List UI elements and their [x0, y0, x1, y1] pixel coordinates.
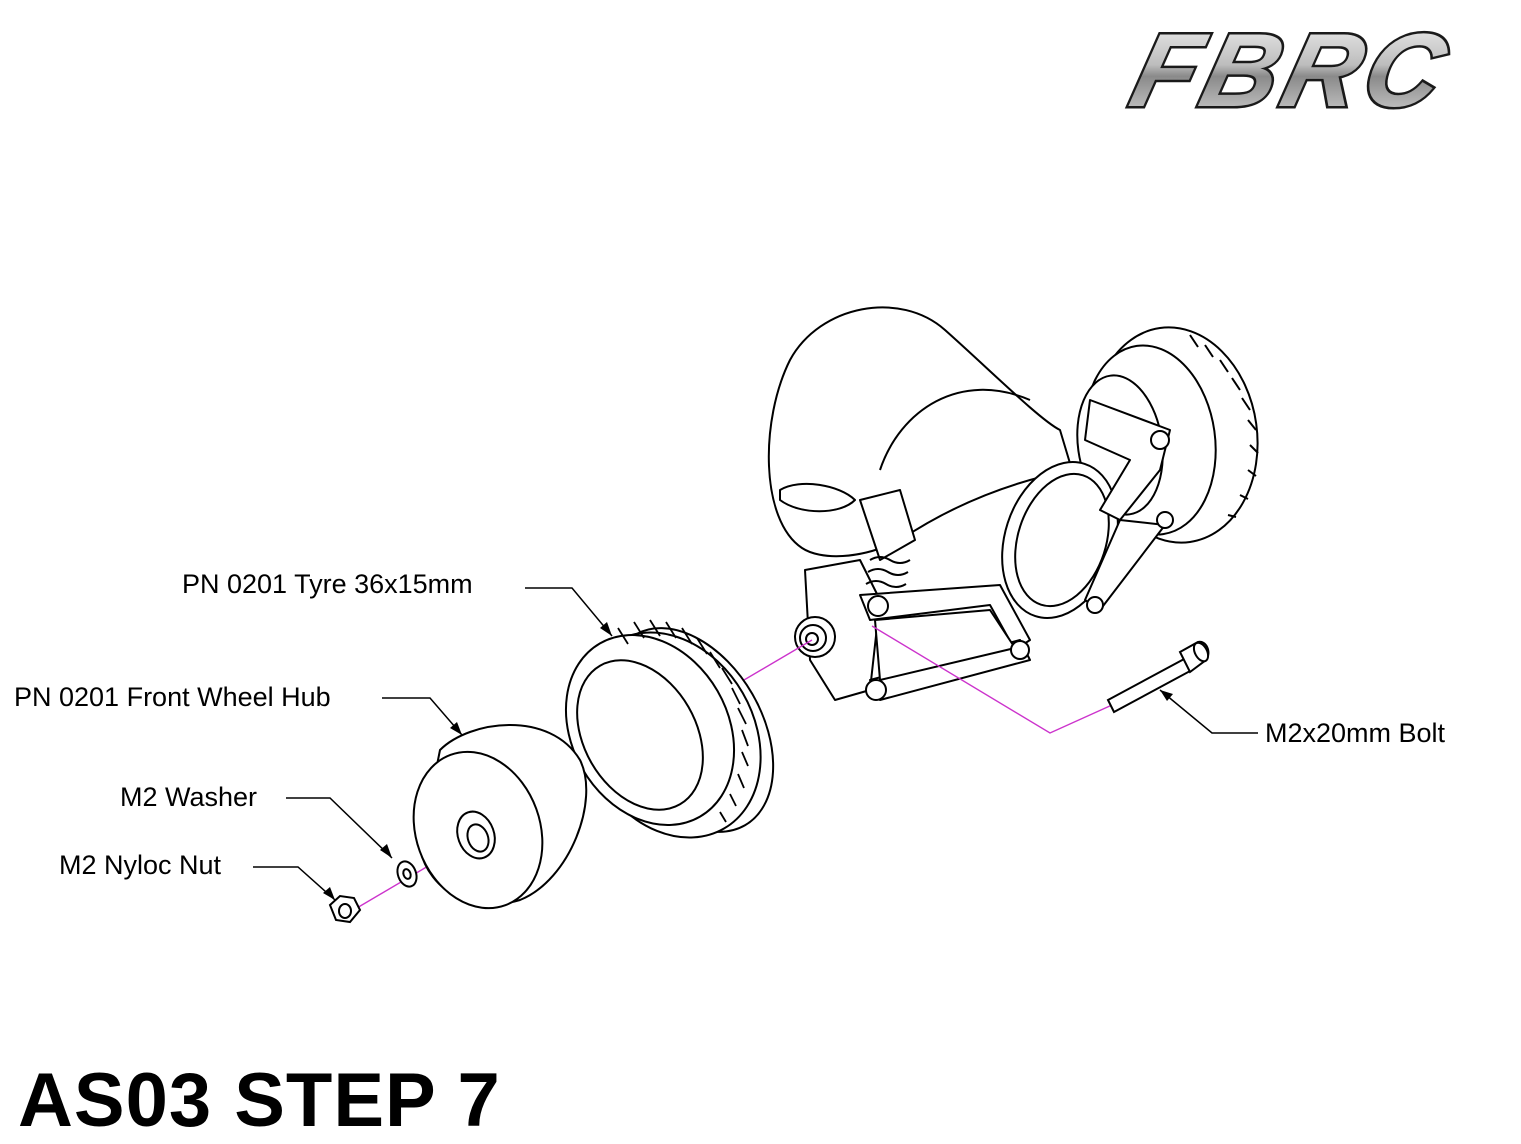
front-cylinder-inner — [1014, 472, 1110, 608]
fbrc-logo: FBRC — [1118, 10, 1465, 131]
bolt-shank — [1106, 656, 1194, 714]
m2-washer — [396, 860, 418, 888]
step-title: AS03 STEP 7 — [18, 1058, 501, 1143]
bolt-head-face — [1192, 641, 1210, 663]
tyre-callout-label: PN 0201 Tyre 36x15mm — [182, 569, 473, 599]
leader-arrowheads — [323, 622, 1173, 900]
chassis-assembly — [767, 306, 1259, 701]
shell-slot — [779, 483, 856, 513]
wishbone-pivot-right — [1010, 640, 1030, 660]
washer-arrowhead — [380, 844, 392, 858]
front-wheel-hub — [412, 724, 588, 910]
shock-body — [859, 489, 916, 561]
front-tyre — [564, 619, 775, 839]
hub-center-bore — [466, 823, 490, 853]
m2-nyloc-nut — [328, 894, 362, 924]
nut-leader — [253, 866, 336, 901]
spring-coils — [865, 556, 911, 588]
washer-leader — [286, 797, 393, 859]
bolt-callout-label: M2x20mm Bolt — [1265, 718, 1446, 748]
fbrc-logo-text: FBRC — [1121, 12, 1463, 128]
pivot-1 — [1150, 430, 1170, 450]
shell-inner-curve — [879, 388, 1031, 471]
bolt-arrowhead — [1160, 690, 1173, 701]
upright-pivot-top — [867, 595, 889, 617]
bolt-axis-line — [871, 625, 1113, 734]
hub-callout-label: PN 0201 Front Wheel Hub — [14, 682, 331, 712]
washer-callout-label: M2 Washer — [120, 782, 258, 812]
tyre-leader — [525, 587, 613, 637]
tyre-treads — [617, 619, 749, 823]
pivot-2 — [1156, 511, 1174, 529]
hub-arrowhead — [450, 722, 462, 735]
pivot-3 — [1086, 596, 1104, 614]
rear-tyre-treads — [1189, 334, 1259, 518]
tyre-arrowhead — [600, 622, 612, 636]
hub-leader — [382, 697, 463, 736]
bolt-leader — [1159, 689, 1258, 734]
nut-callout-label: M2 Nyloc Nut — [59, 850, 222, 880]
leader-lines — [253, 587, 1258, 901]
tyre-bore — [576, 659, 704, 811]
upright-pivot-bottom — [865, 679, 887, 701]
m2x20mm-bolt — [1106, 640, 1210, 714]
nut-arrowhead — [323, 887, 335, 900]
